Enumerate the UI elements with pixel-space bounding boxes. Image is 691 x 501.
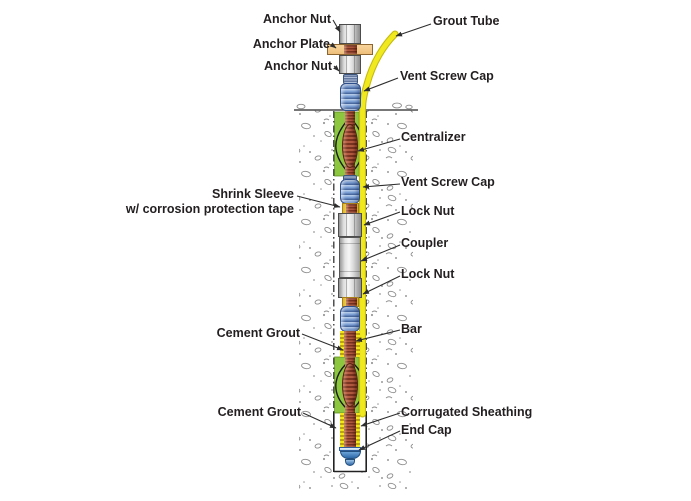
label-end-cap: End Cap xyxy=(401,423,452,437)
anchor-nut-top-part xyxy=(339,24,361,44)
coupler-part xyxy=(339,237,361,278)
bar-in-sheathing-2 xyxy=(344,413,356,447)
corrugation-left-2 xyxy=(340,413,344,447)
end-cap-tip xyxy=(345,459,355,466)
anchor-nut-lower-part xyxy=(339,55,361,74)
label-grout-tube: Grout Tube xyxy=(433,14,500,28)
label-corrugated-sheathing: Corrugated Sheathing xyxy=(401,405,533,419)
bar-through-plate xyxy=(344,45,357,54)
label-coupler: Coupler xyxy=(401,236,449,250)
lock-nut-lower-part xyxy=(338,278,362,298)
bar-in-sheathing xyxy=(344,331,356,357)
lock-nut-upper-part xyxy=(338,213,362,237)
label-anchor-plate: Anchor Plate xyxy=(252,37,330,51)
label-shrink-sleeve: Shrink Sleeve w/ corrosion protection ta… xyxy=(126,187,294,217)
corrugated-sheathing-lower-part xyxy=(340,413,360,447)
corrugation-right xyxy=(356,331,360,357)
anchor-plate-part xyxy=(327,44,373,55)
centralizer-spindle-lower xyxy=(342,363,358,407)
bar-in-sleeve-2 xyxy=(345,298,357,306)
bar-in-sleeve xyxy=(345,204,357,213)
label-vent-screw-cap-mid: Vent Screw Cap xyxy=(401,175,495,189)
label-cement-grout-lower: Cement Grout xyxy=(217,405,301,419)
label-cement-grout-upper: Cement Grout xyxy=(216,326,300,340)
label-lock-nut-lower: Lock Nut xyxy=(401,267,455,281)
label-anchor-nut-top: Anchor Nut xyxy=(262,12,331,26)
vent-screw-cap-third-part xyxy=(340,306,360,332)
label-vent-screw-cap-top: Vent Screw Cap xyxy=(400,69,494,83)
vent-screw-cap-mid-part xyxy=(340,179,360,204)
vent-screw-cap-top-part xyxy=(339,83,361,111)
label-centralizer: Centralizer xyxy=(401,130,466,144)
label-anchor-nut-lower: Anchor Nut xyxy=(263,59,332,73)
corrugation-right-2 xyxy=(356,413,360,447)
label-lock-nut-upper: Lock Nut xyxy=(401,204,455,218)
label-shrink-sleeve-line1: Shrink Sleeve xyxy=(212,187,294,201)
label-shrink-sleeve-line2: w/ corrosion protection tape xyxy=(125,202,294,216)
centralizer-spindle-upper xyxy=(342,124,358,168)
label-bar: Bar xyxy=(401,322,422,336)
corrugated-sheathing-upper-part xyxy=(340,331,360,357)
